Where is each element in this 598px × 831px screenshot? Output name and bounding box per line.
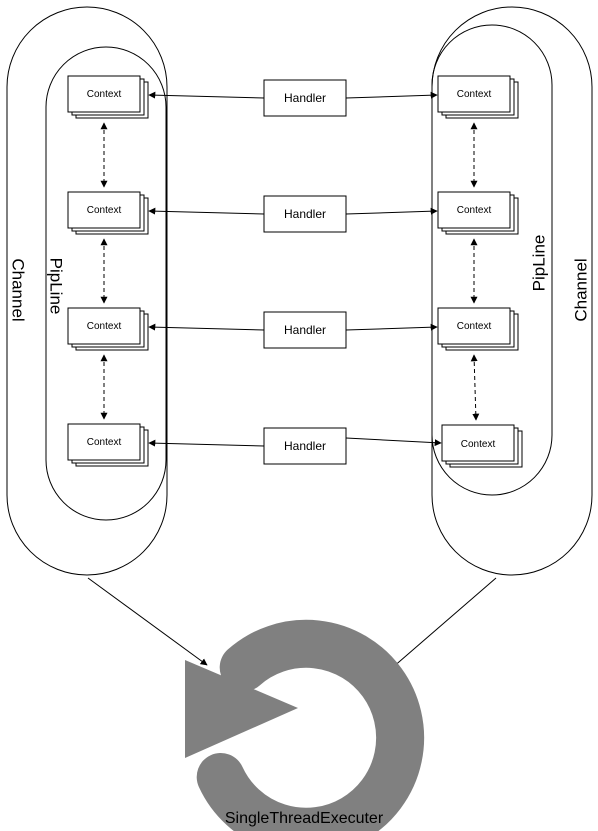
context-left-2-label: Context	[87, 205, 122, 216]
arrow-handler-1-left	[148, 91, 265, 99]
arrow-handler-4-left	[148, 439, 265, 447]
handler-1: Handler	[263, 79, 347, 117]
arrow-channel-left-to-executor	[87, 577, 208, 666]
channel-right-label: Channel	[572, 258, 591, 321]
dashed-link-right-3	[470, 354, 480, 421]
context-right-4: Context	[441, 424, 523, 468]
context-right-2-label: Context	[457, 205, 492, 216]
context-right-1: Context	[437, 75, 519, 119]
handler-4: Handler	[263, 427, 347, 465]
pipeline-right-label: PipLine	[530, 235, 549, 292]
arrow-handler-3-right	[345, 323, 438, 331]
context-right-3: Context	[437, 307, 519, 351]
context-right-4-label: Context	[461, 439, 496, 450]
handler-4-label: Handler	[284, 439, 326, 453]
context-left-4: Context	[67, 423, 149, 467]
arrow-channel-right-to-executor	[391, 577, 497, 669]
channel-left-label: Channel	[9, 258, 28, 321]
context-right-1-label: Context	[457, 89, 492, 100]
context-left-4-label: Context	[87, 437, 122, 448]
arrow-handler-1-right	[345, 91, 438, 99]
context-left-2: Context	[67, 191, 149, 235]
pipeline-right-shape	[431, 24, 553, 496]
arrow-handler-2-right	[345, 207, 438, 215]
pipeline-left-label: PipLine	[47, 258, 66, 315]
handler-2-label: Handler	[284, 207, 326, 221]
arrow-handler-3-left	[148, 323, 265, 331]
context-right-3-label: Context	[457, 321, 492, 332]
context-left-1-label: Context	[87, 89, 122, 100]
arrow-handler-4-right	[345, 437, 442, 447]
channel-left-shape	[6, 6, 168, 576]
context-right-2: Context	[437, 191, 519, 235]
handler-2: Handler	[263, 195, 347, 233]
context-left-1: Context	[67, 75, 149, 119]
arrow-handler-2-left	[148, 207, 265, 215]
handler-3: Handler	[263, 311, 347, 349]
pipeline-left-shape	[45, 46, 167, 521]
context-left-3-label: Context	[87, 321, 122, 332]
executor-cycle-icon	[185, 619, 425, 831]
handler-3-label: Handler	[284, 323, 326, 337]
handler-1-label: Handler	[284, 91, 326, 105]
context-left-3: Context	[67, 307, 149, 351]
executor-label: SingleThreadExecuter	[225, 810, 384, 827]
